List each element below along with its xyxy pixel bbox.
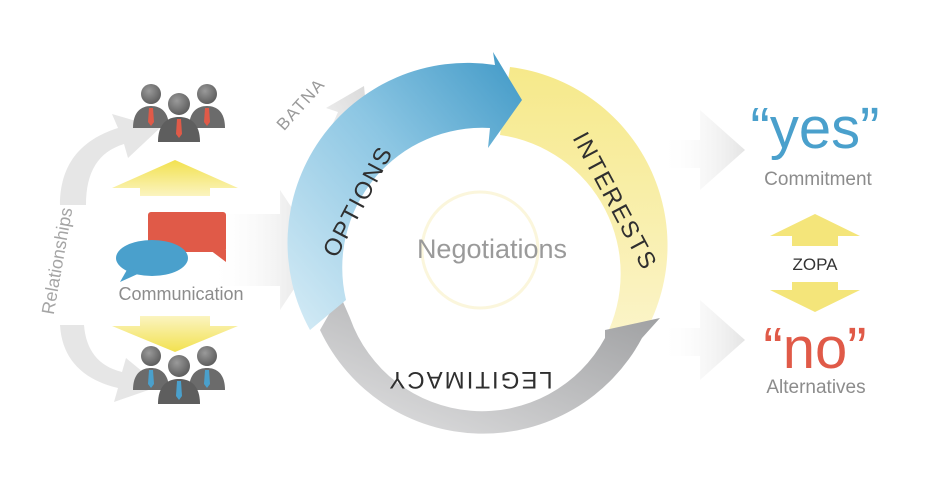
yes-label: “yes” [751, 96, 880, 161]
people-group-blue-ties-icon [133, 346, 225, 404]
people-group-red-ties-icon [133, 84, 225, 142]
negotiation-cycle [287, 52, 668, 434]
zopa-arrow [770, 214, 860, 312]
left-down-arrow [112, 316, 238, 352]
legitimacy-segment [320, 295, 660, 434]
legitimacy-label: LEGITIMACY [387, 366, 552, 393]
alternatives-label: Alternatives [766, 377, 865, 398]
commitment-label: Commitment [764, 169, 872, 190]
center-glow [420, 190, 540, 310]
relationship-arc-top [60, 114, 160, 205]
communication-label: Communication [118, 284, 243, 304]
center-title: Negotiations [417, 234, 567, 264]
left-up-arrow [112, 160, 238, 196]
right-arrow-upper [660, 110, 745, 190]
zopa-label: ZOPA [792, 255, 838, 274]
batna-label: BATNA [273, 75, 329, 134]
options-segment [287, 52, 522, 330]
chat-bubbles-icon [116, 212, 226, 282]
right-arrow-lower [660, 300, 745, 380]
no-label: “no” [763, 316, 866, 381]
interests-segment [500, 67, 668, 338]
relationships-label: Relationships [38, 206, 76, 316]
